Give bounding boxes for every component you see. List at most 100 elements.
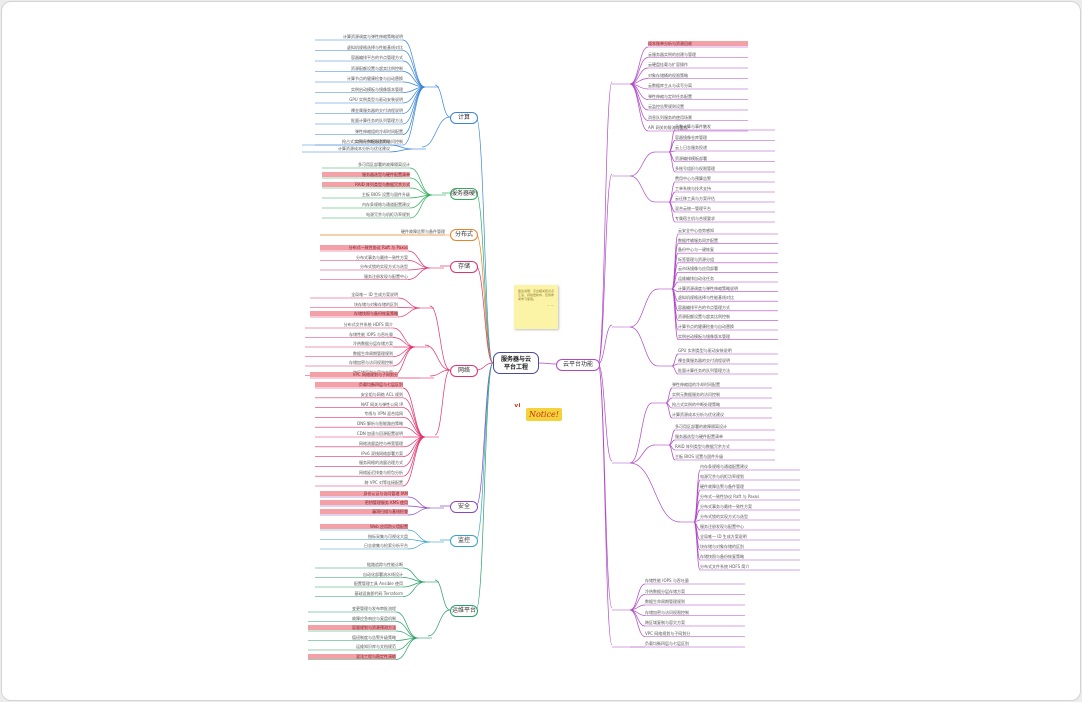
leaf-topic[interactable]: 云迁移工具与方案评估: [675, 196, 715, 201]
leaf-topic[interactable]: 实例启动模板与镜像版本管理: [678, 333, 730, 339]
leaf-topic[interactable]: 容器镜像仓库管理: [675, 134, 707, 140]
leaf-topic[interactable]: 资源配额设置与超卖比例控制: [678, 314, 730, 320]
leaf-topic[interactable]: 存储性能 IOPS 与吞吐量: [645, 578, 689, 583]
leaf-topic[interactable]: 服务注册发现与配置中心: [364, 273, 408, 279]
leaf-topic[interactable]: 存储加密与访问权限控制: [349, 360, 393, 365]
leaf-topic[interactable]: 抢占式实例的中断处理策略: [342, 139, 390, 144]
leaf-topic[interactable]: 工单系统与技术支持: [675, 186, 711, 191]
leaf-topic[interactable]: 服务注册发现与配置中心: [700, 524, 744, 529]
leaf-topic[interactable]: 块存储与对象存储的区别: [700, 544, 744, 549]
leaf-topic[interactable]: 对象存储桶的权限策略: [648, 72, 688, 78]
leaf-topic[interactable]: 分布式事务与最终一致性方案: [356, 254, 408, 260]
leaf-topic[interactable]: 存储快照与备份恢复策略: [310, 311, 398, 316]
leaf-topic[interactable]: 多可用区部署的故障隔离设计: [358, 162, 410, 167]
right-branch-0[interactable]: 云平台功能: [556, 359, 600, 371]
leaf-topic[interactable]: 弹性伸缩组的冷却时间配置: [355, 128, 403, 134]
leaf-topic[interactable]: 混合云统一管理平台: [675, 206, 711, 211]
leaf-topic[interactable]: 实例启动模板与镜像版本管理: [351, 86, 403, 92]
leaf-topic[interactable]: 计算资源成本分析与优化建议: [338, 146, 390, 151]
leaf-topic[interactable]: 容量规划与资源预测方法: [308, 625, 396, 630]
notice-badge[interactable]: Notice!: [526, 408, 562, 421]
leaf-topic[interactable]: 弹性伸缩与定时任务配置: [648, 93, 692, 99]
leaf-topic[interactable]: 消息队列服务的使用场景: [648, 114, 692, 120]
leaf-topic[interactable]: 抢占式实例的中断处理策略: [672, 402, 720, 407]
leaf-topic[interactable]: GPU 实例类型与驱动安装说明: [678, 348, 732, 353]
leaf-topic[interactable]: 密钥管理服务 KMS 使用: [320, 500, 408, 505]
leaf-topic[interactable]: 故障应急响应与复盘机制: [352, 615, 396, 621]
leaf-topic[interactable]: 日志收集与检索分析平台: [364, 543, 408, 548]
leaf-topic[interactable]: DNS 解析与智能路由策略: [357, 421, 403, 427]
leaf-topic[interactable]: 弹性伸缩组的冷却时间配置: [672, 382, 720, 387]
leaf-topic[interactable]: 分布式锁的实现方式与选型: [360, 264, 408, 269]
leaf-topic[interactable]: 备份中心与一键恢复: [678, 247, 714, 253]
leaf-topic[interactable]: 冷热数据分层存储方案: [353, 341, 393, 346]
leaf-topic[interactable]: 云服务器实例的创建与管理: [648, 51, 696, 57]
leaf-topic[interactable]: 计算资源调度与弹性伸缩策略说明: [678, 285, 738, 291]
leaf-topic[interactable]: 主板 BIOS 设置与固件升级: [675, 454, 724, 459]
leaf-topic[interactable]: 全局唯一 ID 生成方案说明: [700, 534, 747, 539]
leaf-topic[interactable]: API 网关的限流与鉴权: [648, 125, 688, 130]
leaf-topic[interactable]: 网络流量监控与带宽管理: [359, 440, 403, 446]
leaf-topic[interactable]: 实例元数据服务的访问控制: [672, 392, 720, 397]
leaf-topic[interactable]: 计算资源成本分析与优化建议: [672, 412, 724, 417]
leaf-topic[interactable]: 数据生命周期管理规则: [645, 599, 685, 604]
leaf-topic[interactable]: 批量计算任务的队列管理方法: [351, 118, 403, 123]
left-branch-5[interactable]: 安全: [450, 501, 478, 513]
leaf-topic[interactable]: 标签管理与资源分组: [678, 256, 714, 262]
leaf-topic[interactable]: CDN 加速与回源配置说明: [356, 431, 403, 436]
leaf-topic[interactable]: 内存条规格与通道配置建议: [362, 202, 410, 207]
leaf-topic[interactable]: 云上日志服务投递: [675, 145, 707, 150]
left-branch-6[interactable]: 监控: [450, 535, 478, 547]
leaf-topic[interactable]: 专属宿主机与合规要求: [675, 216, 715, 221]
leaf-topic[interactable]: 配置管理工具 Ansible 使用: [353, 581, 403, 586]
left-branch-4[interactable]: 网络: [450, 365, 478, 377]
leaf-topic[interactable]: 分布式文件系统 HDFS 简介: [700, 564, 750, 569]
leaf-topic[interactable]: 云数据库主从与读写分离: [648, 83, 692, 88]
left-branch-1[interactable]: 服务器硬件: [450, 188, 478, 200]
leaf-topic[interactable]: 运维知识库与文档规范: [356, 644, 396, 649]
leaf-topic[interactable]: 函数计算与事件触发: [675, 124, 711, 129]
leaf-topic[interactable]: VPC 网络规划与子网划分: [310, 372, 398, 377]
leaf-topic[interactable]: 运维编排自动化任务: [678, 276, 714, 281]
leaf-topic[interactable]: 负载均衡四层与七层区别: [315, 382, 403, 387]
root-topic[interactable]: 服务器与云 平台工程: [493, 352, 539, 374]
leaf-topic[interactable]: 数据传输服务同步配置: [678, 237, 718, 243]
leaf-topic[interactable]: 值班制度与告警升级策略: [352, 634, 396, 640]
leaf-topic[interactable]: 裸金属服务器的交付流程说明: [351, 107, 403, 113]
leaf-topic[interactable]: 电源冗余与机柜功率规划: [366, 212, 410, 217]
leaf-topic[interactable]: 跨 VPC 对等连接配置: [364, 480, 403, 485]
leaf-topic[interactable]: 硬件故障告警与备件管理: [700, 484, 744, 489]
sticky-note[interactable]: 备注说明：平台相关知识点汇总，持续更新中，仅供参考学习使用。 — —: [514, 285, 558, 329]
leaf-topic[interactable]: RAID 阵列类型与数据冗余方式: [322, 182, 410, 187]
leaf-topic[interactable]: 容器编排平台的节点管理方式: [678, 304, 730, 310]
leaf-topic[interactable]: 变更管理与发布审批流程: [352, 606, 396, 611]
leaf-topic[interactable]: 多可用区部署的故障隔离设计: [675, 424, 727, 429]
leaf-topic[interactable]: 指标采集与可视化大盘: [368, 533, 408, 539]
leaf-topic[interactable]: 混沌工程与稳定性演练: [308, 653, 396, 659]
leaf-topic[interactable]: 专线与 VPN 混合组网: [364, 411, 403, 417]
leaf-topic[interactable]: 云硬盘挂载与扩容操作: [648, 62, 688, 67]
leaf-topic[interactable]: 服务器选型与硬件配置清单: [322, 172, 410, 177]
leaf-topic[interactable]: 存储加密与访问权限控制: [645, 609, 689, 615]
leaf-topic[interactable]: 块存储与对象存储的区别: [354, 301, 398, 307]
leaf-topic[interactable]: 容器编排平台的节点管理方式: [351, 55, 403, 60]
leaf-topic[interactable]: 计算资源调度与弹性伸缩策略说明: [343, 34, 403, 39]
leaf-topic[interactable]: 计算节点的健康检查与自动替换: [678, 324, 734, 329]
leaf-topic[interactable]: 资源配额设置与超卖比例控制: [351, 65, 403, 71]
leaf-topic[interactable]: 云监控告警规则设置: [648, 104, 684, 109]
leaf-topic[interactable]: 分布式一致性协议 Raft 与 Paxos: [700, 494, 760, 499]
leaf-topic[interactable]: 漏洞扫描与基线检查: [320, 509, 408, 514]
leaf-topic[interactable]: 数据生命周期管理规则: [353, 350, 393, 356]
leaf-topic[interactable]: 内存条规格与通道配置建议: [700, 464, 748, 469]
leaf-topic[interactable]: 硬件故障告警与备件管理: [401, 229, 445, 234]
leaf-topic[interactable]: 分布式一致性协议 Raft 与 Paxos: [320, 245, 408, 250]
leaf-topic[interactable]: IPv6 双栈网络部署方案: [361, 450, 403, 456]
leaf-topic[interactable]: 负载均衡四层与七层区别: [645, 641, 689, 646]
leaf-topic[interactable]: 资源编排模板部署: [675, 155, 707, 161]
leaf-topic[interactable]: 虚拟机规格选择与性能基线对比: [678, 295, 734, 301]
leaf-topic[interactable]: NAT 网关与弹性公网 IP: [361, 401, 403, 407]
leaf-topic[interactable]: 基础设施即代码 Terraform: [354, 590, 404, 596]
leaf-topic[interactable]: 分布式锁的实现方式与选型: [700, 514, 748, 519]
leaf-topic[interactable]: 费用中心与预算告警: [675, 176, 711, 181]
leaf-topic[interactable]: 跨区域复制与容灾方案: [645, 620, 685, 625]
